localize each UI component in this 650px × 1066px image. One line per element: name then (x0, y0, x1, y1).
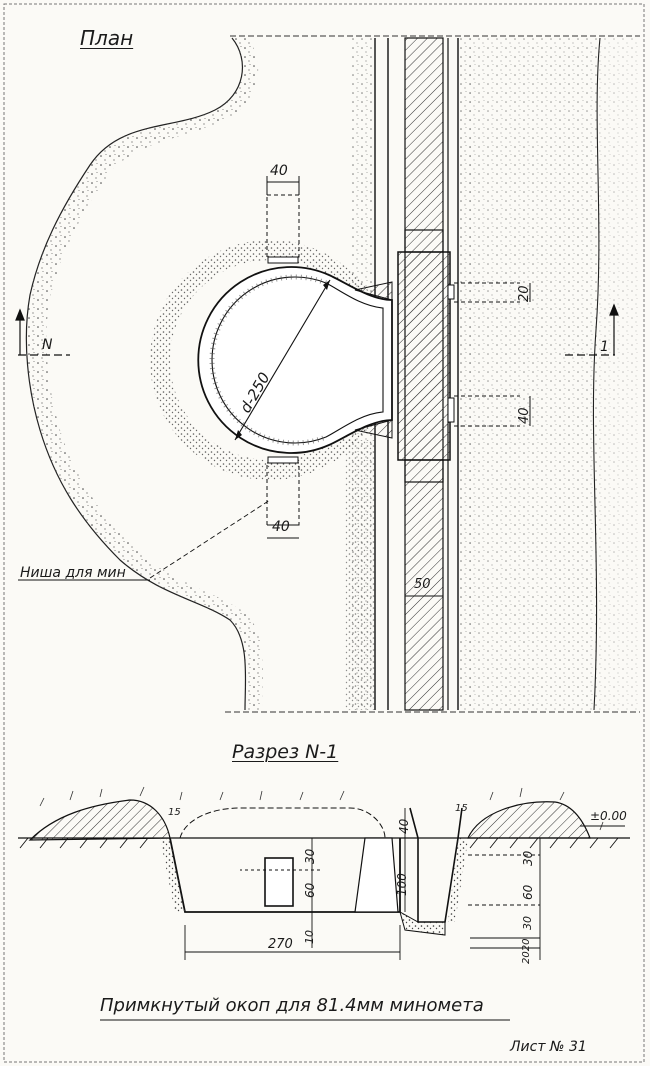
dim-270: 270 (268, 937, 293, 952)
section-mark-left: N (42, 337, 53, 353)
dim-10: 10 (303, 930, 316, 944)
dim-2020: 2020 (521, 938, 532, 964)
dim-30-right: 30 (521, 850, 535, 866)
mortar-pit (197, 256, 393, 464)
elevation-mark: ±0.00 (590, 809, 627, 823)
dim-60-left: 60 (303, 882, 317, 898)
plan-view (15, 35, 640, 713)
drawing-caption: Примкнутый окоп для 81.4мм миномета (100, 995, 484, 1016)
sheet-number: Лист № 31 (510, 1039, 587, 1055)
dim-30-low: 30 (521, 916, 534, 930)
plan-title: План (80, 26, 134, 50)
section-mark-right: 1 (600, 339, 609, 355)
dim-40: 40 (397, 818, 411, 834)
dim-60-right: 60 (521, 884, 535, 900)
dim-niche-top: 40 (270, 163, 288, 179)
section-title: Разрез N-1 (232, 741, 339, 763)
sheet-border (3, 3, 645, 1063)
niche-label: Ниша для мин (20, 565, 126, 581)
dim-15-left: 15 (168, 807, 181, 818)
dim-30-left: 30 (303, 848, 317, 864)
dim-right-40: 40 (517, 407, 532, 424)
dim-15-right: 15 (455, 803, 468, 814)
section-view (18, 786, 630, 960)
dim-trench-50: 50 (414, 577, 431, 592)
section-cut-markers (15, 303, 619, 356)
mine-niches (266, 194, 520, 526)
dim-niche-bottom: 40 (272, 519, 290, 535)
dim-right-20: 20 (517, 285, 532, 302)
dim-100: 100 (395, 873, 409, 896)
